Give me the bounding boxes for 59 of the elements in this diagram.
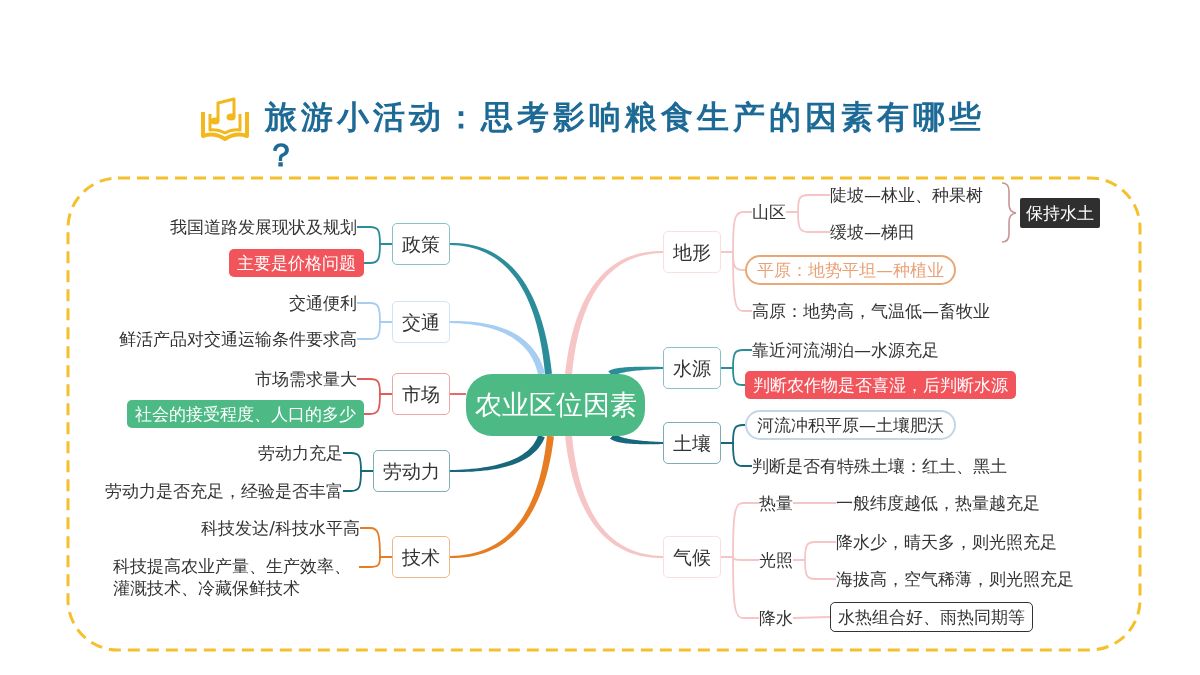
outlined-label: 河流冲积平原—土壤肥沃 [745, 410, 956, 440]
central-topic: 农业区位因素 [466, 374, 645, 436]
branch-line [608, 366, 663, 377]
branch-line [565, 435, 663, 558]
subtopic-text: 山区 [752, 201, 786, 223]
connector-line [720, 556, 760, 619]
subtopic-text: 劳动力是否充足，经验是否丰富 [105, 480, 343, 502]
topic-box: 地形 [663, 231, 721, 273]
outlined-label: 水热组合好、雨热同期等 [830, 602, 1033, 632]
subtopic-text: 鲜活产品对交通运输条件要求高 [119, 328, 357, 350]
subtopic-text: 判断是否有特殊土壤：红土、黑土 [752, 455, 1007, 477]
subtopic-text: 光照 [759, 549, 793, 571]
topic-box: 市场 [392, 373, 450, 415]
subtopic-text: 靠近河流湖泊—水源充足 [752, 339, 939, 361]
branch-line [610, 433, 663, 445]
connector-line [358, 556, 393, 568]
connector-line [785, 211, 831, 233]
outlined-label: 平原：地势平坦—种植业 [745, 255, 956, 285]
highlight-label: 主要是价格问题 [229, 249, 364, 277]
topic-box: 交通 [392, 301, 450, 343]
subtopic-text: 科技提高农业产量、生产效率、灌溉技术、冷藏保鲜技术 [113, 555, 359, 599]
page-title: 旅游小活动：思考影响粮食生产的因素有哪些？ [265, 98, 986, 174]
topic-box: 土壤 [663, 422, 721, 464]
subtopic-text: 缓坡—梯田 [830, 221, 915, 243]
subtopic-text: 降水 [759, 607, 793, 629]
highlight-label: 社会的接受程度、人口的多少 [127, 400, 364, 428]
branch-line [450, 434, 545, 473]
branch-line [450, 435, 554, 558]
connector-line [356, 321, 393, 340]
branch-line [450, 243, 552, 375]
subtopic-text: 降水少，晴天多，则光照充足 [836, 531, 1057, 553]
connector-line [363, 243, 393, 264]
connector-line [792, 616, 831, 619]
connector-line [792, 502, 837, 504]
subtopic-text: 科技发达/科技水平高 [201, 517, 360, 539]
highlight-label: 判断农作物是否喜湿，后判断水源 [745, 371, 1016, 399]
branch-line [450, 320, 545, 375]
subtopic-text: 交通便利 [289, 292, 357, 314]
subtopic-text: 市场需求量大 [255, 368, 357, 390]
connector-line [720, 442, 753, 467]
subtopic-text: 劳动力充足 [258, 442, 343, 464]
subtopic-text: 我国道路发展现状及规划 [170, 216, 357, 238]
subtopic-text: 陡坡—林业、种果树 [830, 184, 983, 206]
highlight-label: 保持水土 [1020, 198, 1100, 228]
connector-line [792, 559, 837, 580]
subtopic-text: 一般纬度越低，热量越充足 [836, 492, 1040, 514]
subtopic-text: 热量 [759, 492, 793, 514]
topic-box: 劳动力 [373, 450, 450, 492]
connector-line [720, 367, 746, 386]
branch-line [565, 251, 663, 375]
topic-box: 技术 [392, 536, 450, 578]
topic-box: 水源 [663, 347, 721, 389]
subtopic-text: 高原：地势高，气温低—畜牧业 [752, 300, 990, 322]
topic-box: 政策 [392, 223, 450, 265]
topic-box: 气候 [663, 536, 721, 578]
connector-line [449, 393, 467, 395]
connector-line [720, 251, 753, 312]
subtopic-text: 海拔高，空气稀薄，则光照充足 [836, 568, 1074, 590]
connector-line [363, 393, 393, 415]
